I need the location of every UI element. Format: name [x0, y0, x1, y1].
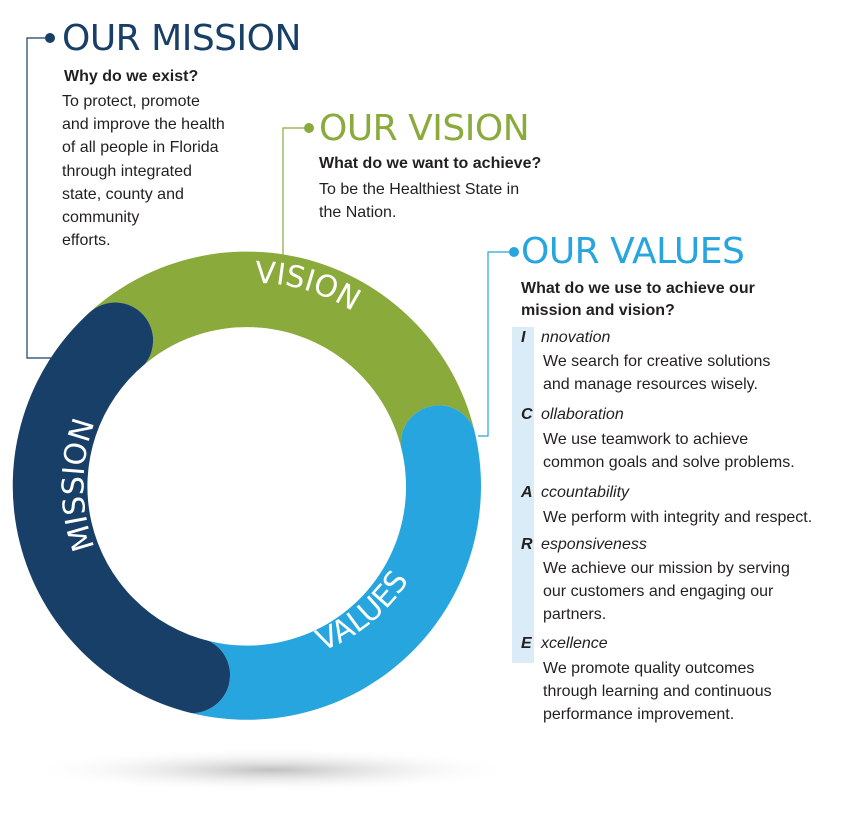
ring-segment-mission: [12, 302, 231, 714]
value-desc-innovation: We search for creative solutions and man…: [543, 353, 771, 394]
values-connector: [478, 251, 512, 437]
value-letter-excellence: E: [521, 635, 532, 652]
value-title-innovation: nnovation: [541, 329, 611, 346]
value-desc-collaboration: We use teamwork to achieve common goals …: [543, 431, 795, 472]
value-letter-accountability: A: [521, 484, 533, 501]
ring-segment-values: [191, 405, 481, 720]
value-letter-innovation: I: [521, 329, 526, 346]
value-desc-responsiveness: We achieve our mission by serving our cu…: [543, 560, 790, 624]
ring-segment-vision: [90, 251, 474, 447]
vision-statement: To be the Healthiest State in the Nation…: [319, 181, 520, 222]
connector-lines: [26, 37, 512, 437]
values-heading: OUR VALUES: [521, 231, 745, 272]
value-title-responsiveness: esponsiveness: [541, 536, 647, 553]
value-letter-responsiveness: R: [521, 536, 533, 553]
ring-label-mission: MISSION: [56, 414, 102, 555]
values-dot-icon: [509, 247, 519, 257]
values-question: What do we use to achieve our mission an…: [521, 280, 755, 319]
vision-dot-icon: [304, 123, 314, 133]
mission-statement: To protect, promote and improve the heal…: [62, 93, 225, 250]
mission-connector: [26, 37, 52, 359]
value-desc-accountability: We perform with integrity and respect.: [543, 509, 813, 526]
value-title-excellence: xcellence: [541, 635, 608, 652]
mission-question: Why do we exist?: [64, 68, 199, 85]
vision-question: What do we want to achieve?: [319, 155, 542, 172]
vision-heading: OUR VISION: [319, 108, 530, 149]
puzzle-ring: [12, 251, 481, 720]
mission-heading: OUR MISSION: [62, 18, 301, 59]
value-title-accountability: ccountability: [541, 484, 630, 501]
ring-shadow: [22, 748, 522, 792]
values-letter-band: [512, 327, 534, 663]
value-letter-collaboration: C: [521, 406, 533, 423]
value-title-collaboration: ollaboration: [541, 406, 624, 423]
mission-dot-icon: [45, 33, 55, 43]
vision-connector: [282, 127, 307, 258]
value-desc-excellence: We promote quality outcomes through lear…: [543, 660, 772, 724]
